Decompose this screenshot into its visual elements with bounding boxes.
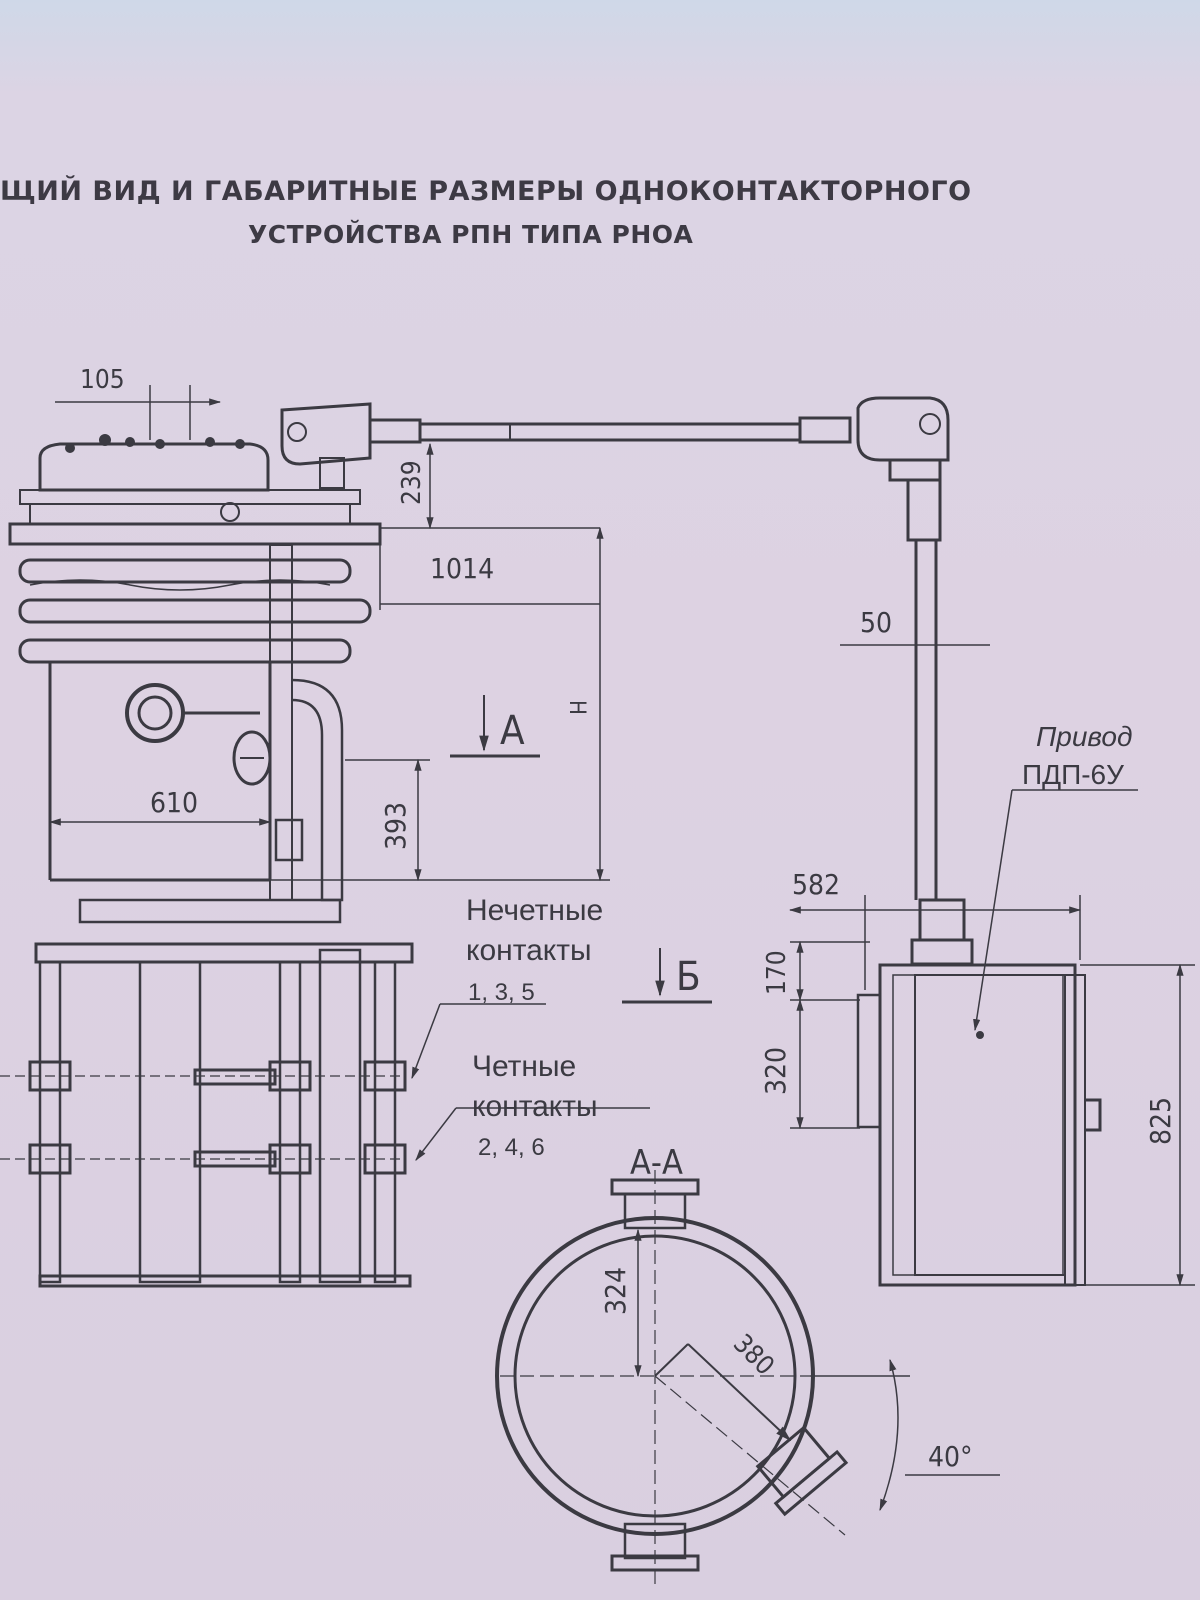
dim-393: 393 (379, 802, 412, 850)
drive-cabinet (856, 963, 1102, 1287)
contactor-tank-top (8, 434, 382, 546)
drive-label-line2: ПДП-6У (1022, 759, 1124, 790)
dim-582: 582 (792, 868, 840, 901)
odd-contacts-line1: Нечетные (466, 894, 603, 927)
odd-contacts-numbers: 1, 3, 5 (468, 979, 535, 1006)
dimension-lines (48, 385, 1195, 1512)
dim-h: Н (564, 700, 589, 715)
dim-105: 105 (80, 365, 125, 395)
dim-1014: 1014 (430, 552, 494, 585)
section-b-mark: Б (676, 954, 701, 1000)
section-marks: А Б А-А (500, 708, 701, 1183)
annotation-labels: Привод ПДП-6У Нечетные контакты 1, 3, 5 … (466, 721, 1132, 1161)
title-line-1: ЩИЙ ВИД И ГАБАРИТНЫЕ РАЗМЕРЫ ОДНОКОНТАКТ… (0, 176, 972, 207)
drive-label-line1: Привод (1036, 721, 1132, 752)
dim-170: 170 (762, 950, 792, 995)
odd-contacts-line2: контакты (466, 934, 592, 967)
even-contacts-line1: Четные (472, 1050, 576, 1083)
dim-320: 320 (759, 1047, 792, 1095)
even-contacts-line2: контакты (472, 1090, 598, 1123)
horizontal-shaft (368, 416, 852, 444)
vertical-shaft (906, 478, 974, 966)
even-contacts-numbers: 2, 4, 6 (478, 1134, 545, 1161)
dim-610: 610 (150, 786, 198, 819)
top-gearbox-left (280, 402, 372, 489)
selector-frame (0, 898, 414, 1288)
dim-50: 50 (860, 606, 892, 639)
dim-380: 380 (727, 1329, 780, 1382)
section-a-mark: А (500, 708, 525, 754)
title-line-2: УСТРОЙСТВА РПН ТИПА РНОА (248, 220, 694, 249)
dim-239: 239 (397, 460, 427, 505)
top-gearbox-right (856, 396, 950, 482)
section-aa-title: А-А (630, 1143, 683, 1183)
dim-40-deg: 40° (928, 1440, 973, 1473)
contactor-tank-body (18, 544, 372, 902)
dim-825: 825 (1144, 1097, 1177, 1145)
section-aa (495, 1170, 849, 1590)
dim-324: 324 (599, 1267, 632, 1315)
dimension-labels: 105 239 1014 50 Н 393 610 582 170 320 82… (80, 365, 1177, 1473)
